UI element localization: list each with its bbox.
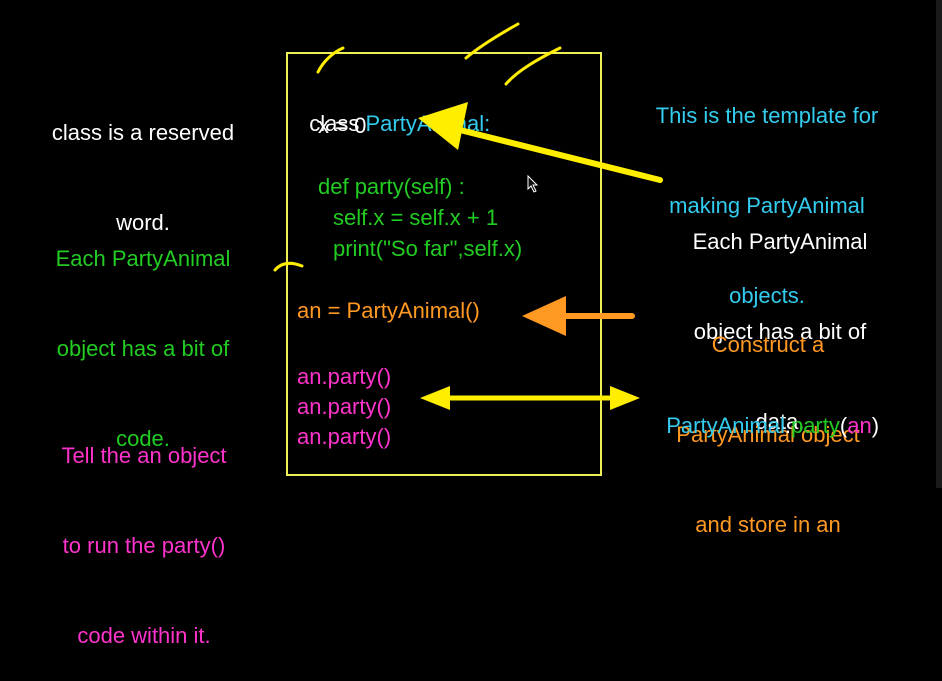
screen-edge [936, 0, 942, 488]
template-note-line-2: making PartyAnimal [669, 193, 865, 218]
equivalent-call: PartyAnimal.party(an) [654, 381, 879, 441]
data-note: Each PartyAnimal object has a bit of dat… [652, 167, 908, 467]
equivalent-open-paren: ( [839, 413, 848, 438]
equivalent-arg: an [847, 413, 872, 438]
tell-note-line-2: to run the party() [62, 533, 226, 558]
code-note-line-3: code. [116, 426, 170, 451]
code-note-line-2: object has a bit of [56, 336, 230, 361]
yellow-double-arrow [420, 386, 640, 410]
method-body-line-2: print("So far",self.x) [333, 236, 523, 261]
construct-note-line-2: PartyAnimal object [676, 422, 860, 447]
reserved-word-note: class is a reserved word. [18, 58, 268, 268]
construct-note-line-1: Construct a [711, 332, 825, 357]
def-line: def party(self) : [318, 174, 465, 199]
equivalent-class: PartyAnimal [666, 413, 785, 438]
data-note-line-2: object has a bit of [693, 319, 867, 344]
pen-marks [273, 22, 562, 272]
mouse-cursor-icon [527, 174, 539, 193]
template-note-line-3: objects. [729, 283, 805, 308]
template-note-line-1: This is the template for [655, 103, 879, 128]
class-colon: : [484, 111, 491, 136]
template-note: This is the template for making PartyAni… [624, 41, 910, 341]
code-note: Each PartyAnimal object has a bit of cod… [18, 184, 268, 484]
tell-note-line-1: Tell the an object [61, 443, 227, 468]
data-note-line-1: Each PartyAnimal [692, 229, 868, 254]
equivalent-close-paren: ) [871, 413, 880, 438]
attribute-line: x = 0 [318, 113, 367, 138]
equivalent-dot: . [784, 413, 791, 438]
reserved-note-line-1: class is a reserved [51, 120, 235, 145]
construct-note-line-3: and store in an [695, 512, 841, 537]
call-line-3: an.party() [297, 424, 392, 449]
code-note-line-1: Each PartyAnimal [55, 246, 231, 271]
orange-arrow-to-construct [522, 296, 635, 336]
equivalent-method: party [790, 413, 840, 438]
call-line-1: an.party() [297, 364, 392, 389]
construct-line: an = PartyAnimal() [297, 298, 480, 323]
yellow-arrow-to-data [418, 102, 663, 183]
annotation-overlay [273, 22, 663, 410]
reserved-note-line-2: word. [116, 210, 170, 235]
call-line-2: an.party() [297, 394, 392, 419]
data-note-line-3: data. [755, 409, 805, 434]
tell-note-line-3: code within it. [77, 623, 211, 648]
class-keyword: class [309, 111, 366, 136]
method-body-line-1: self.x = self.x + 1 [333, 205, 499, 230]
